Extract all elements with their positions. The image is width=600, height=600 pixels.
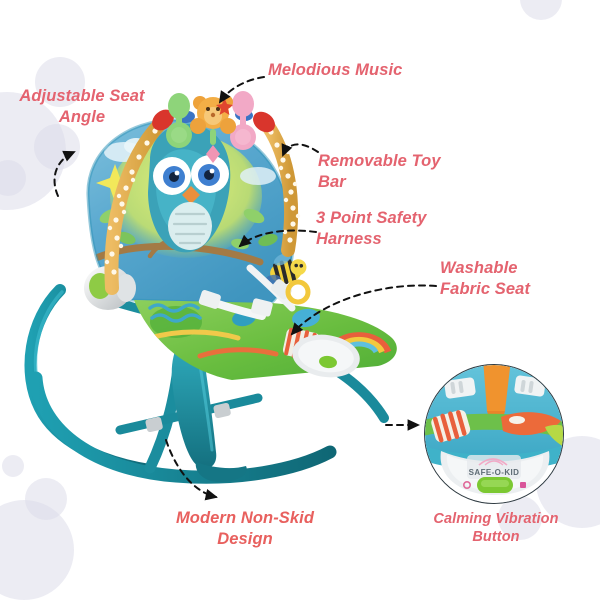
label-washable-fabric-seat: Washable Fabric Seat xyxy=(440,259,531,298)
label-adjustable-seat-angle: Adjustable Seat Angle xyxy=(19,87,145,126)
vibration-button-detail-inset: SAFE-O-KID xyxy=(424,364,564,504)
label-3-point-safety-harness: 3 Point Safety Harness xyxy=(316,209,427,248)
decorative-bubble xyxy=(2,455,24,477)
label-removable-toy-bar: Removable Toy Bar xyxy=(318,152,441,191)
decorative-bubble xyxy=(25,478,67,520)
label-melodious-music: Melodious Music xyxy=(268,61,403,79)
decorative-bubble xyxy=(35,57,85,107)
inset-brand-text: SAFE-O-KID xyxy=(469,468,520,477)
decorative-bubble xyxy=(498,496,542,540)
label-modern-non-skid-design: Modern Non-Skid Design xyxy=(175,509,315,548)
decorative-bubble xyxy=(520,0,562,20)
label-calming-vibration-button: Calming Vibration Button xyxy=(433,511,559,546)
